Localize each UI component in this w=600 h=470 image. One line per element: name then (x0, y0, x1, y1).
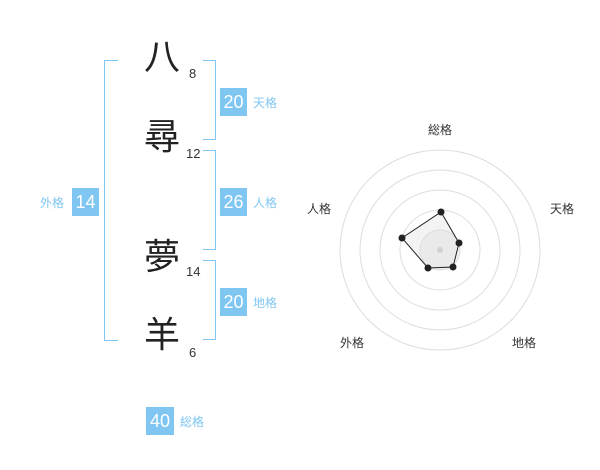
radar-shape (401, 211, 460, 269)
chikaku-value-badge: 20 (220, 288, 247, 316)
stroke-count-3: 14 (186, 264, 201, 279)
tenkaku-label: 天格 (253, 96, 278, 110)
radar-label-tenkaku: 天格 (550, 202, 575, 216)
radar-point-gaikaku (424, 264, 432, 272)
jinkaku-bracket (203, 150, 216, 250)
name-char-4: 羊 (144, 315, 181, 356)
radar-point-jinkaku (398, 234, 406, 242)
stroke-count-1: 8 (189, 66, 197, 81)
jinkaku-value-badge: 26 (220, 188, 247, 216)
chikaku-label: 地格 (253, 296, 278, 310)
stroke-count-4: 6 (189, 345, 197, 360)
jinkaku-label: 人格 (253, 196, 278, 210)
chikaku-bracket (203, 260, 216, 340)
radar-point-soukaku (437, 208, 445, 216)
name-char-1: 八 (144, 37, 181, 78)
radar-label-soukaku: 総格 (428, 123, 453, 137)
radar-ring-3 (379, 189, 501, 311)
gaikaku-value-badge: 14 (72, 188, 99, 216)
tenkaku-bracket (203, 60, 216, 140)
soukaku-value-badge: 40 (146, 407, 174, 435)
stroke-count-2: 12 (186, 146, 201, 161)
name-char-3: 夢 (144, 237, 181, 278)
gaikaku-label: 外格 (40, 196, 65, 210)
radar-label-chikaku: 地格 (512, 336, 537, 350)
radar-label-gaikaku: 外格 (340, 336, 365, 350)
radar-point-tenkaku (455, 239, 463, 247)
radar-point-chikaku (449, 263, 457, 271)
radar-label-jinkaku: 人格 (307, 202, 332, 216)
radar-ring-4 (359, 169, 521, 331)
radar-ring-5 (339, 149, 541, 351)
radar-center-dot (437, 247, 443, 253)
tenkaku-value-badge: 20 (220, 88, 247, 116)
gaikaku-bracket (104, 60, 118, 341)
radar-chart (339, 149, 541, 351)
name-char-2: 尋 (144, 117, 181, 158)
soukaku-label: 総格 (180, 415, 205, 429)
